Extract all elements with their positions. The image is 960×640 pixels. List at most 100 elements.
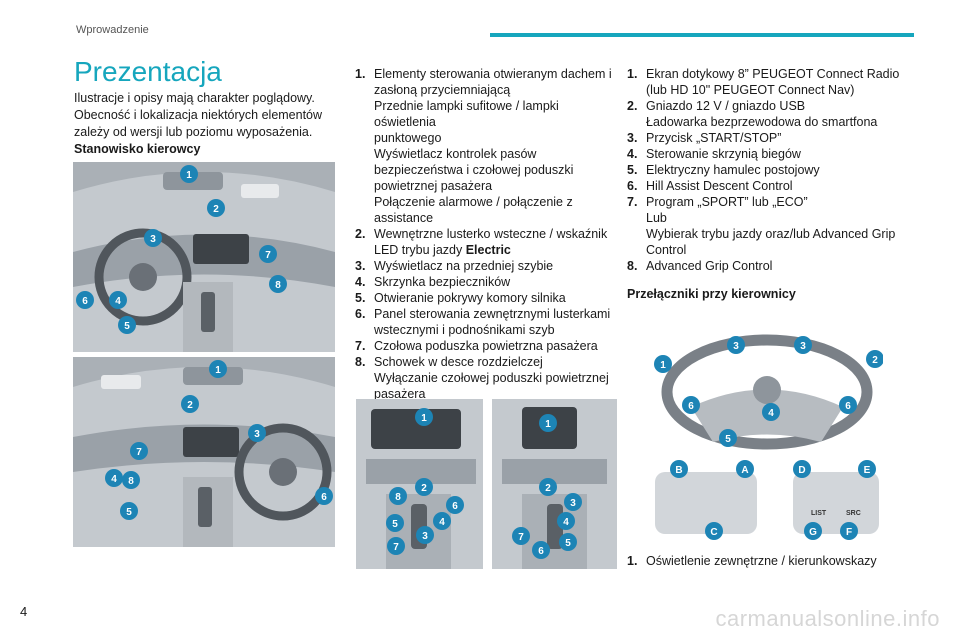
list-item: 3.Przycisk „START/STOP”	[627, 130, 917, 146]
badge: 6	[839, 396, 857, 414]
item-number: 2.	[355, 227, 366, 241]
badge-label: 5	[124, 321, 130, 332]
badge: 6	[76, 291, 94, 309]
badge: 5	[559, 533, 577, 551]
item-number: 3.	[627, 131, 638, 145]
badge-label: C	[710, 527, 717, 538]
item-line: Sterowanie skrzynią biegów	[646, 147, 801, 161]
badge: 7	[130, 442, 148, 460]
badge-label: 5	[392, 519, 398, 530]
section-label: Wprowadzenie	[76, 24, 149, 36]
badge: 3	[248, 424, 266, 442]
footer-watermark: carmanualsonline.info	[715, 606, 940, 631]
badge: 3	[794, 336, 812, 354]
badge: 1	[415, 408, 433, 426]
item-line: Advanced Grip Control	[646, 259, 773, 273]
badge-label: 3	[150, 234, 156, 245]
badge: F	[840, 522, 858, 540]
item-number: 1.	[627, 554, 638, 568]
item-number: 4.	[355, 275, 366, 289]
steering-wheel-illustration: 1 3 3 2 6 4 6 5 B A D E C G F LIST SRC	[651, 332, 883, 540]
item-line: Panel sterowania zewnętrznymi lusterkami	[374, 307, 611, 321]
list-item: 1.Ekran dotykowy 8” PEUGEOT Connect Radi…	[627, 66, 917, 98]
badge-label: 4	[111, 474, 117, 485]
item-line: wstecznymi i podnośnikami szyb	[374, 323, 555, 337]
item-line: punktowego	[374, 131, 442, 145]
badge: 1	[539, 414, 557, 432]
badge: 3	[144, 229, 162, 247]
item-line: Gniazdo 12 V / gniazdo USB	[646, 99, 806, 113]
badge-label: 3	[733, 341, 739, 352]
badge-label: 2	[872, 355, 878, 366]
item-line: Schowek w desce rozdzielczej	[374, 355, 543, 369]
badge-label: 4	[563, 517, 569, 528]
badge-label: D	[798, 465, 805, 476]
item-line: Ładowarka bezprzewodowa do smartfona	[646, 115, 878, 129]
item-number: 8.	[627, 259, 638, 273]
badge-label: 6	[845, 401, 851, 412]
list-item: 4.Sterowanie skrzynią biegów	[627, 146, 917, 162]
badge: 2	[181, 395, 199, 413]
badge-label: 6	[688, 401, 694, 412]
badge-label: 3	[254, 429, 260, 440]
badge: A	[736, 460, 754, 478]
switch-label: SRC	[846, 510, 861, 517]
badge-label: F	[846, 527, 852, 538]
badge-label: 7	[518, 532, 524, 543]
badge-label: 6	[82, 296, 88, 307]
header-accent-bar	[490, 33, 914, 37]
badge-label: 5	[126, 507, 132, 518]
badge-label: 7	[393, 542, 399, 553]
item-number: 5.	[355, 291, 366, 305]
item-line: Elementy sterowania otwieranym dachem i	[374, 67, 612, 81]
badge-label: 4	[439, 517, 445, 528]
badge: 1	[654, 355, 672, 373]
badge: 5	[120, 502, 138, 520]
item-line: LED trybu jazdy	[374, 243, 466, 257]
badge-label: 2	[545, 483, 551, 494]
badge-label: 1	[421, 413, 427, 424]
badge-label: 1	[545, 419, 551, 430]
list-item: 6.Hill Assist Descent Control	[627, 178, 917, 194]
item-line: Oświetlenie zewnętrzne / kierunkowskazy	[646, 554, 877, 568]
badge: 2	[866, 350, 883, 368]
badge-label: 2	[421, 483, 427, 494]
list-item: 4.Skrzynka bezpieczników	[355, 274, 620, 290]
badge-label: 6	[452, 501, 458, 512]
badge: 4	[105, 469, 123, 487]
badge-label: G	[809, 527, 817, 538]
badge-label: 8	[395, 492, 401, 503]
item-line: (lub HD 10" PEUGEOT Connect Nav)	[646, 83, 855, 97]
item-number: 8.	[355, 355, 366, 369]
badge-label: A	[741, 465, 748, 476]
item-line: Wyświetlacz na przedniej szybie	[374, 259, 554, 273]
item-number: 1.	[355, 67, 366, 81]
center-console-illustration-left: 1 8 2 6 4 5 3 7	[356, 399, 483, 569]
badge-label: 2	[213, 204, 219, 215]
badge: 7	[387, 537, 405, 555]
item-line: Połączenie alarmowe / połączenie z	[374, 195, 573, 209]
badge-label: B	[675, 465, 682, 476]
page-title: Prezentacja	[74, 56, 222, 87]
list-item: 6.Panel sterowania zewnętrznymi lusterka…	[355, 306, 620, 338]
list-item: 3. Wyświetlacz na przedniej szybie	[355, 258, 620, 274]
badge: 3	[416, 526, 434, 544]
badge-label: 4	[115, 296, 121, 307]
badge: 8	[122, 471, 140, 489]
item-number: 5.	[627, 163, 638, 177]
badge: 4	[557, 512, 575, 530]
badge: 6	[682, 396, 700, 414]
badge: 6	[315, 487, 333, 505]
item-number: 3.	[355, 259, 366, 273]
badge: 7	[512, 527, 530, 545]
item-line: Czołowa poduszka powietrzna pasażera	[374, 339, 598, 353]
badge-label: 8	[128, 476, 134, 487]
item-line: Wewnętrzne lusterko wsteczne / wskaźnik	[374, 227, 608, 241]
component-list-steering: 1. Oświetlenie zewnętrzne / kierunkowskaz…	[627, 553, 917, 569]
badge-label: 7	[136, 447, 142, 458]
item-line: Elektryczny hamulec postojowy	[646, 163, 820, 177]
badge: 7	[259, 245, 277, 263]
badge-label: 1	[186, 170, 192, 181]
list-item: 5. Elektryczny hamulec postojowy	[627, 162, 917, 178]
